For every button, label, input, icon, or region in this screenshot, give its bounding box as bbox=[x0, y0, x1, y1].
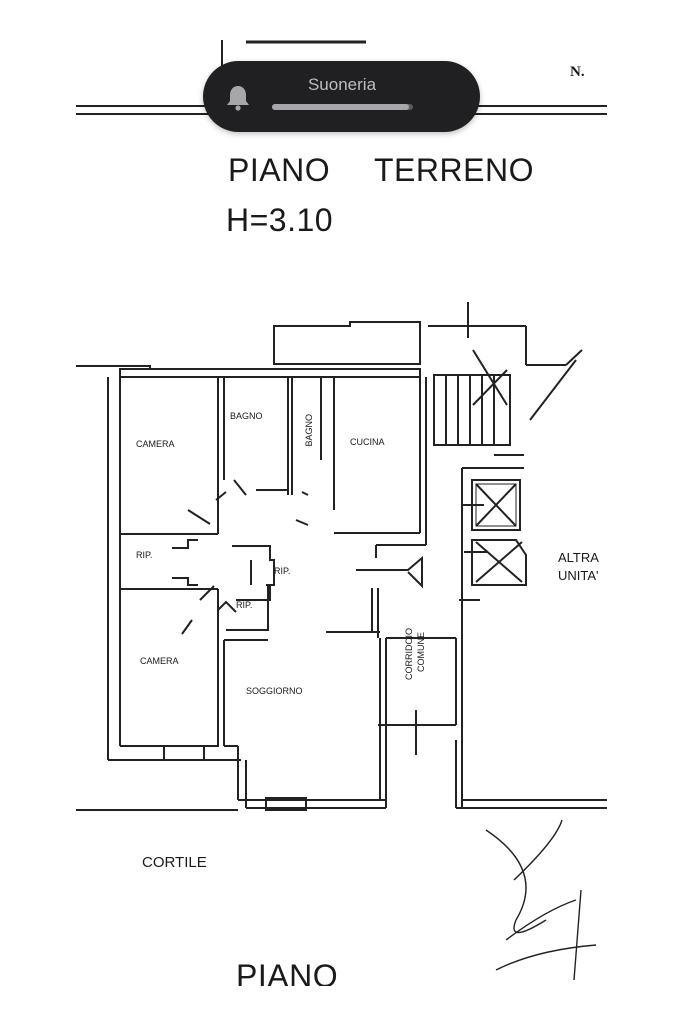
room-label-bagno-2: BAGNO bbox=[304, 414, 314, 447]
ringer-label: Suoneria bbox=[307, 75, 377, 94]
room-label-soggiorno: SOGGIORNO bbox=[246, 686, 303, 696]
room-label-cucina: CUCINA bbox=[350, 437, 385, 447]
ringer-volume-fill bbox=[272, 104, 409, 110]
room-label-bagno-1: BAGNO bbox=[230, 411, 263, 421]
area-label-cortile: CORTILE bbox=[142, 854, 207, 871]
room-label-unita: UNITA' bbox=[558, 568, 599, 583]
room-label-camera-top: CAMERA bbox=[136, 439, 175, 449]
header-mark: N. bbox=[570, 64, 585, 80]
ringer-volume-hud[interactable]: Suoneria bbox=[203, 61, 480, 132]
room-label-camera-bottom: CAMERA bbox=[140, 656, 179, 666]
floor-plan-drawing bbox=[76, 40, 607, 981]
room-label-rip-2: RIP. bbox=[274, 566, 291, 576]
ringer-volume-slider[interactable] bbox=[272, 104, 413, 110]
room-label-comune: COMUNE bbox=[416, 632, 426, 672]
room-label-corridoio: CORRIDOIO bbox=[404, 628, 414, 681]
room-label-rip-1: RIP. bbox=[136, 550, 153, 560]
room-label-rip-3: RIP. bbox=[236, 600, 253, 610]
plan-height-label: H=3.10 bbox=[226, 202, 334, 238]
plan-title-piano: PIANO bbox=[228, 152, 331, 188]
plan-bottom-title: PIANO bbox=[236, 958, 339, 986]
plan-title-terreno: TERRENO bbox=[374, 152, 534, 188]
floor-plan-document: N. PIANO TERRENO H=3.10 CAMERA BAGNO BAG… bbox=[76, 40, 607, 986]
room-label-altra: ALTRA bbox=[558, 550, 599, 565]
bell-icon bbox=[227, 86, 249, 111]
